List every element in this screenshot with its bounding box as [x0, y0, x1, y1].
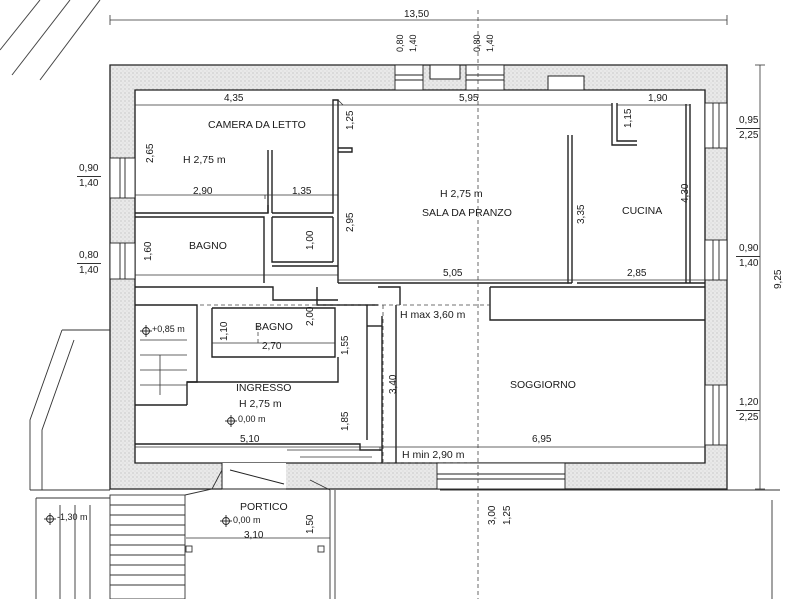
- room-name-bagno-1: BAGNO: [189, 240, 227, 252]
- dashed-lines: [200, 10, 490, 599]
- dim-sala-335: 3,35: [576, 204, 587, 224]
- dim-cucina-285: 2,85: [627, 268, 647, 279]
- dim-soggiorno-340: 3,40: [388, 374, 399, 394]
- dim-camera-135: 1,35: [292, 186, 312, 197]
- dim-wall-125: 1,25: [345, 110, 356, 130]
- opening-right1-width: 0,95: [739, 115, 759, 126]
- dim-portico-width: 3,10: [244, 530, 264, 541]
- opening-top1-width: 0,80: [395, 34, 405, 52]
- dim-camera-width: 4,35: [224, 93, 244, 104]
- opening-right3-width: 1,20: [739, 397, 759, 408]
- level-portico: 0,00 m: [233, 515, 261, 525]
- opening-left1-width: 0,90: [79, 163, 99, 174]
- room-name-ingresso: INGRESSO: [236, 382, 292, 394]
- dim-total-depth: 9,25: [773, 269, 784, 289]
- level-outside: -1,30 m: [57, 512, 88, 522]
- dimension-lines: [109, 15, 765, 539]
- room-height-camera: H 2,75 m: [183, 154, 226, 166]
- opening-left2-height: 1,40: [79, 265, 99, 276]
- dim-ingresso-width: 5,10: [240, 434, 260, 445]
- dim-closet: 1,00: [305, 230, 316, 250]
- dim-corridor-155: 1,55: [340, 335, 351, 355]
- dim-sala-depth: 2,95: [345, 212, 356, 232]
- dim-sala-width: 5,95: [459, 93, 479, 104]
- dim-sala-505: 5,05: [443, 268, 463, 279]
- dim-soggiorno-width: 6,95: [532, 434, 552, 445]
- dim-total-width: 13,50: [404, 9, 430, 20]
- opening-top1-height: 1,40: [408, 34, 418, 52]
- opening-right2-height: 1,40: [739, 258, 759, 269]
- level-ingresso: 0,00 m: [238, 414, 266, 424]
- level-markers: [44, 325, 237, 527]
- dim-bagno2-width: 2,70: [262, 341, 282, 352]
- opening-left1-height: 1,40: [79, 178, 99, 189]
- dim-cucina-width: 1,90: [648, 93, 668, 104]
- room-height-ingresso: H 2,75 m: [239, 398, 282, 410]
- dim-camera-depth: 2,65: [145, 143, 156, 163]
- dim-bagno2-depth: 1,10: [219, 321, 230, 341]
- dim-corridor-200: 2,00: [305, 306, 316, 326]
- room-name-bagno-2: BAGNO: [255, 321, 293, 333]
- dim-bagno1-depth: 1,60: [143, 241, 154, 261]
- opening-right2-width: 0,90: [739, 243, 759, 254]
- opening-top2-height: 1,40: [485, 34, 495, 52]
- entrance-door: [221, 463, 286, 490]
- opening-right2-rule: [736, 256, 760, 257]
- outdoor-stair: [29, 329, 780, 599]
- dim-bottom-125: 1,25: [502, 505, 513, 525]
- room-hmax-soggiorno: H max 3,60 m: [400, 309, 466, 321]
- room-height-sala: H 2,75 m: [440, 188, 483, 200]
- dim-camera-290: 2,90: [193, 186, 213, 197]
- dim-bottom-300: 3,00: [487, 505, 498, 525]
- opening-right1-height: 2,25: [739, 130, 759, 141]
- room-name-cucina: CUCINA: [622, 205, 663, 217]
- dim-portico-depth: 1,50: [305, 514, 316, 534]
- interior-walls: [135, 99, 705, 463]
- wall-notches: [429, 64, 585, 91]
- interior-wall-face: [134, 89, 706, 464]
- opening-top2-width: 0,80: [472, 34, 482, 52]
- opening-left2-width: 0,80: [79, 250, 99, 261]
- dim-ingresso-185: 1,85: [340, 411, 351, 431]
- opening-right1-rule: [736, 128, 760, 129]
- dim-kitchen-115: 1,15: [623, 108, 634, 128]
- opening-right3-height: 2,25: [739, 412, 759, 423]
- room-name-camera: CAMERA DA LETTO: [208, 119, 306, 131]
- opening-left1-rule: [77, 176, 101, 177]
- room-name-soggiorno: SOGGIORNO: [510, 379, 576, 391]
- room-name-sala: SALA DA PRANZO: [422, 207, 512, 219]
- room-hmin-soggiorno: H min 2,90 m: [402, 449, 465, 461]
- stair-steps: [140, 339, 382, 458]
- windows: [109, 64, 728, 490]
- room-name-portico: PORTICO: [240, 501, 288, 513]
- opening-left2-rule: [77, 263, 101, 264]
- site-lines: [0, 0, 101, 81]
- dim-cucina-depth: 4,30: [680, 183, 691, 203]
- opening-right3-rule: [736, 410, 760, 411]
- level-stair-top: +0,85 m: [152, 324, 185, 334]
